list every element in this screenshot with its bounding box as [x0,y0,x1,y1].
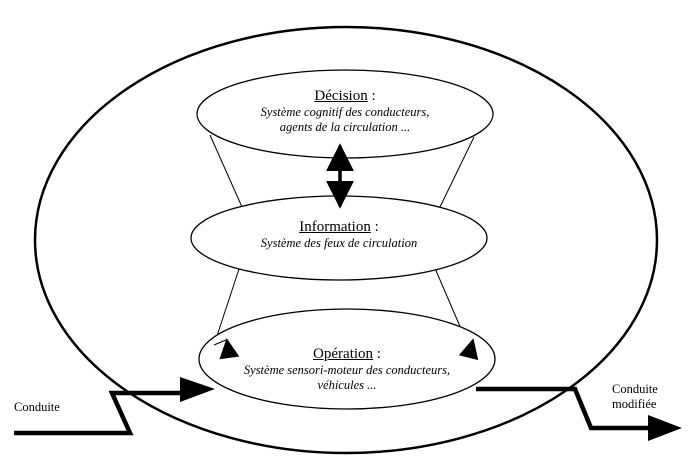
information-label: Information : Système des feux de circul… [229,219,449,251]
arrow-stem-left [213,339,227,346]
output-flow-label: Conduite modifiée [612,382,658,412]
operation-desc-line-1: Système sensori-moteur des conducteurs, [243,363,451,378]
decision-desc-line-1: Système cognitif des conducteurs, [260,105,430,120]
output-flow-label-line-2: modifiée [612,397,657,411]
input-flow-arrowhead [180,377,215,402]
operation-desc-line-2: véhicules ... [317,377,377,392]
funnel-line-left-upper [209,134,243,208]
input-flow-line [14,390,192,436]
funnel-line-right-upper [439,136,475,208]
output-flow-arrowhead [648,415,682,441]
output-flow-label-line-1: Conduite [612,382,658,396]
arrow-to-operation-right [458,338,479,361]
information-desc-line-1: Système des feux de circulation [260,236,418,251]
operation-title: Opération : [313,346,381,362]
outer-system-ellipse [33,25,659,455]
operation-ellipse [198,308,496,410]
information-title: Information : [299,219,379,235]
decision-label: Décision : Système cognitif des conducte… [240,88,450,134]
decision-desc-line-2: agents de la circulation ... [279,119,411,134]
operation-label: Opération : Système sensori-moteur des c… [232,346,462,392]
arrow-to-operation-left [219,338,240,360]
input-flow-label: Conduite [14,400,60,414]
output-flow-line [476,386,652,431]
decision-title: Décision : [314,88,376,104]
funnel-line-left-lower [213,265,241,346]
